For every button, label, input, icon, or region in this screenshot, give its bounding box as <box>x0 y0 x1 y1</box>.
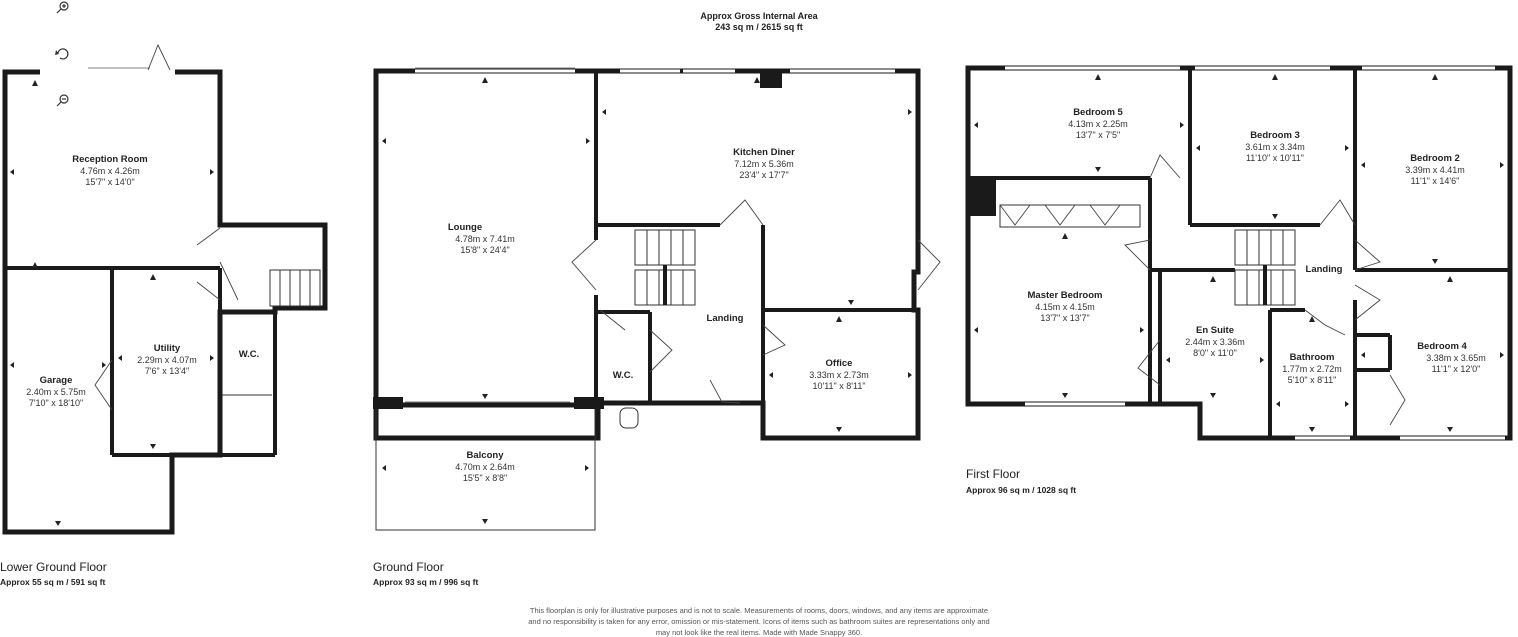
stairs-first <box>1234 229 1296 306</box>
wc-ground-name: W.C. <box>613 370 634 381</box>
landing-first-name: Landing <box>1306 264 1343 275</box>
balcony-name: Balcony <box>467 450 505 461</box>
disclaimer-line-2: and no responsibility is taken for any e… <box>528 617 989 626</box>
first-floor-name: First Floor <box>966 467 1020 481</box>
disclaimer-line-1: This floorplan is only for illustrative … <box>530 606 988 615</box>
wc-lower-name: W.C. <box>239 349 260 360</box>
header-area: 243 sq m / 2615 sq ft <box>715 22 803 32</box>
office-name: Office <box>826 358 853 369</box>
lower-ground-floor-plan <box>2 43 328 535</box>
bedroom3-metric: 3.61m x 3.34m <box>1245 142 1305 152</box>
bedroom4-imperial: 11'1" x 12'0" <box>1432 364 1481 374</box>
lounge-name: Lounge <box>448 222 482 233</box>
utility-imperial: 7'6" x 13'4" <box>145 366 189 376</box>
master-metric: 4.15m x 4.15m <box>1035 302 1095 312</box>
bedroom4-metric: 3.38m x 3.65m <box>1426 353 1486 363</box>
lounge-metric: 4.78m x 7.41m <box>455 234 515 244</box>
first-floor-plan <box>965 65 1513 441</box>
bedroom5-imperial: 13'7" x 7'5" <box>1076 130 1120 140</box>
bedroom2-name: Bedroom 2 <box>1410 153 1460 164</box>
bathroom-metric: 1.77m x 2.72m <box>1282 364 1342 374</box>
kitchen-imperial: 23'4" x 17'7" <box>739 170 788 180</box>
stairs-lower <box>269 269 321 307</box>
ground-floor-area: Approx 93 sq m / 996 sq ft <box>373 577 479 587</box>
bathroom-name: Bathroom <box>1290 352 1335 363</box>
first-floor-area: Approx 96 sq m / 1028 sq ft <box>966 485 1076 495</box>
ensuite-imperial: 8'0" x 11'0" <box>1193 348 1237 358</box>
disclaimer-line-3: may not look like the real items. Made w… <box>656 628 862 637</box>
ensuite-name: En Suite <box>1196 325 1234 336</box>
balcony-metric: 4.70m x 2.64m <box>455 462 515 472</box>
utility-metric: 2.29m x 4.07m <box>137 355 197 365</box>
bedroom2-metric: 3.39m x 4.41m <box>1405 165 1465 175</box>
balcony-imperial: 15'5" x 8'8" <box>463 473 507 483</box>
ground-floor-plan <box>373 67 941 531</box>
reception-name: Reception Room <box>72 154 147 165</box>
ensuite-metric: 2.44m x 3.36m <box>1185 337 1245 347</box>
garage-imperial: 7'10" x 18'10" <box>29 398 83 408</box>
master-imperial: 13'7" x 13'7" <box>1040 313 1089 323</box>
garage-metric: 2.40m x 5.75m <box>26 387 86 397</box>
header-title: Approx Gross Internal Area <box>700 11 818 21</box>
garage-name: Garage <box>40 375 73 386</box>
reception-imperial: 15'7" x 14'0" <box>85 177 134 187</box>
master-name: Master Bedroom <box>1028 290 1103 301</box>
utility-name: Utility <box>154 343 181 354</box>
ground-floor-name: Ground Floor <box>373 560 444 574</box>
landing-ground-name: Landing <box>707 313 744 324</box>
bedroom2-imperial: 11'1" x 14'6" <box>1411 176 1460 186</box>
bedroom4-name: Bedroom 4 <box>1417 341 1467 352</box>
lower-floor-area: Approx 55 sq m / 591 sq ft <box>0 577 106 587</box>
zoom-in-icon[interactable] <box>56 1 69 14</box>
office-metric: 3.33m x 2.73m <box>809 370 869 380</box>
stairs-ground <box>634 229 696 306</box>
bedroom5-metric: 4.13m x 2.25m <box>1068 119 1128 129</box>
bathroom-imperial: 5'10" x 8'11" <box>1288 375 1337 385</box>
lounge-imperial: 15'8" x 24'4" <box>460 245 509 255</box>
office-imperial: 10'11" x 8'11" <box>812 381 865 391</box>
bedroom3-name: Bedroom 3 <box>1250 130 1300 141</box>
kitchen-name: Kitchen Diner <box>733 147 795 158</box>
bedroom3-imperial: 11'10" x 10'11" <box>1246 153 1304 163</box>
rotate-icon[interactable] <box>55 48 69 60</box>
bedroom5-name: Bedroom 5 <box>1073 107 1123 118</box>
lower-floor-name: Lower Ground Floor <box>0 560 107 574</box>
zoom-out-icon[interactable] <box>56 94 69 107</box>
reception-metric: 4.76m x 4.26m <box>80 166 140 176</box>
kitchen-metric: 7.12m x 5.36m <box>734 159 794 169</box>
